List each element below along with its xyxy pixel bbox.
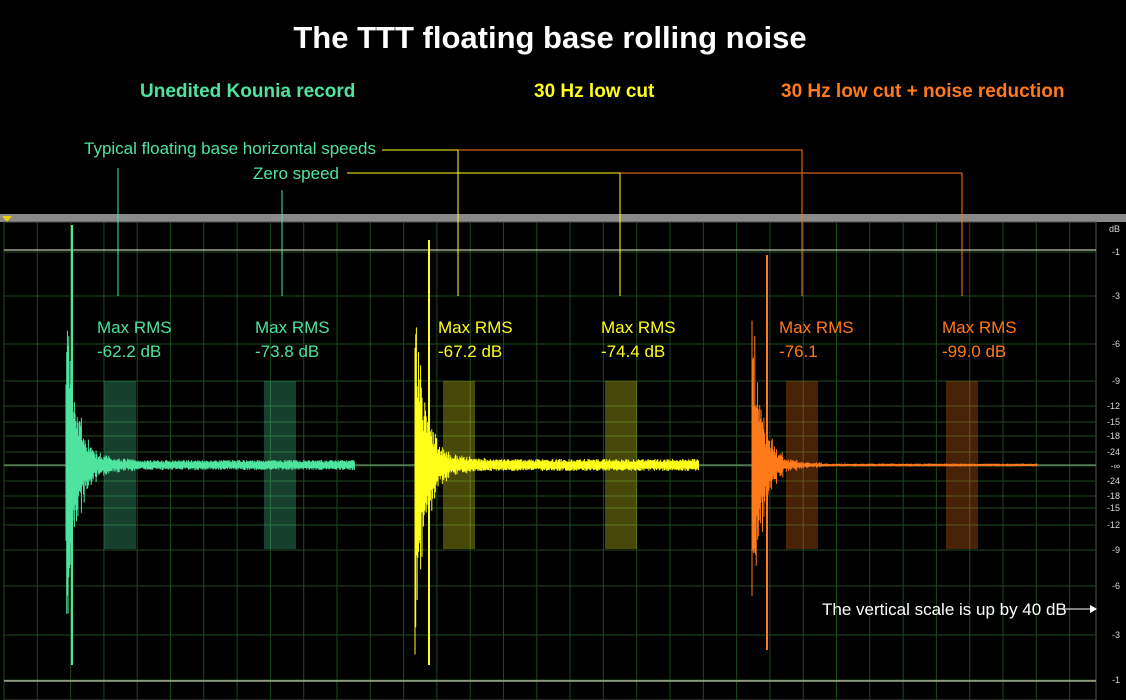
db-tick-label: -∞: [1110, 461, 1120, 471]
leader-horizontal-speed-yellow: [382, 149, 459, 296]
rms-label: Max RMS: [255, 318, 330, 337]
db-tick-label: -24: [1106, 447, 1120, 457]
db-tick-label: -3: [1111, 630, 1120, 640]
rms-value: -99.0 dB: [942, 342, 1007, 361]
db-tick-label: -15: [1106, 417, 1120, 427]
timeline-ruler: [0, 214, 1126, 222]
db-tick-label: -24: [1106, 476, 1120, 486]
db-tick-label: -9: [1111, 545, 1120, 555]
db-tick-label: -15: [1106, 503, 1120, 513]
rms-value: -76.1: [779, 342, 818, 361]
rms-value: -74.4 dB: [601, 342, 666, 361]
db-tick-label: -1: [1111, 675, 1120, 685]
leader-zero-speed-yellow: [347, 172, 621, 296]
db-tick-label: -1: [1111, 247, 1120, 257]
heading-unedited: Unedited Kounia record: [140, 81, 356, 102]
db-tick-label: -12: [1106, 520, 1120, 530]
rms-label: Max RMS: [601, 318, 676, 337]
heading-noise-reduction: 30 Hz low cut + noise reduction: [781, 81, 1065, 102]
leader-horizontal-speed-orange: [458, 149, 803, 296]
scale-note: The vertical scale is up by 40 dB: [822, 600, 1067, 619]
db-tick-label: -18: [1106, 491, 1120, 501]
rms-unedited-horizontal: Max RMS -62.2 dB: [97, 316, 172, 364]
arrow-right-icon: [1090, 605, 1097, 613]
rms-lowcut-horizontal: Max RMS -67.2 dB: [438, 316, 513, 364]
db-tick-label: -3: [1111, 291, 1120, 301]
waveform-noise-reduction: [751, 320, 1038, 596]
rms-lowcut-zero: Max RMS -74.4 dB: [601, 316, 676, 364]
db-ruler: dB -1 -3 -6 -9 -12 -15 -18 -24 -∞ -24 -18 -15 -12 -9 -…: [1096, 0, 1126, 700]
rms-nr-zero: Max RMS -99.0 dB: [942, 316, 1017, 364]
rms-unedited-zero: Max RMS -73.8 dB: [255, 316, 330, 364]
leader-zero-speed-orange: [620, 172, 963, 296]
plot-frame: [3, 221, 1097, 700]
waveform-low-cut: [414, 327, 699, 655]
heading-low-cut: 30 Hz low cut: [534, 81, 655, 102]
waveform-unedited: [65, 330, 355, 614]
db-tick-label: -6: [1111, 339, 1120, 349]
db-unit-label: dB: [1108, 224, 1120, 234]
db-tick-label: -6: [1111, 581, 1120, 591]
rms-value: -62.2 dB: [97, 342, 162, 361]
db-tick-label: -18: [1106, 431, 1120, 441]
db-tick-label: -9: [1111, 376, 1120, 386]
rms-label: Max RMS: [97, 318, 172, 337]
playhead-marker: [2, 216, 12, 222]
rms-value: -73.8 dB: [255, 342, 320, 361]
page-title: The TTT floating base rolling noise: [293, 20, 807, 55]
rms-value: -67.2 dB: [438, 342, 503, 361]
db-tick-label: -12: [1106, 401, 1120, 411]
rms-nr-horizontal: Max RMS -76.1: [779, 316, 854, 364]
rms-label: Max RMS: [779, 318, 854, 337]
label-zero-speed: Zero speed: [253, 164, 339, 183]
label-horizontal-speeds: Typical floating base horizontal speeds: [84, 139, 377, 158]
rms-label: Max RMS: [438, 318, 513, 337]
rms-label: Max RMS: [942, 318, 1017, 337]
